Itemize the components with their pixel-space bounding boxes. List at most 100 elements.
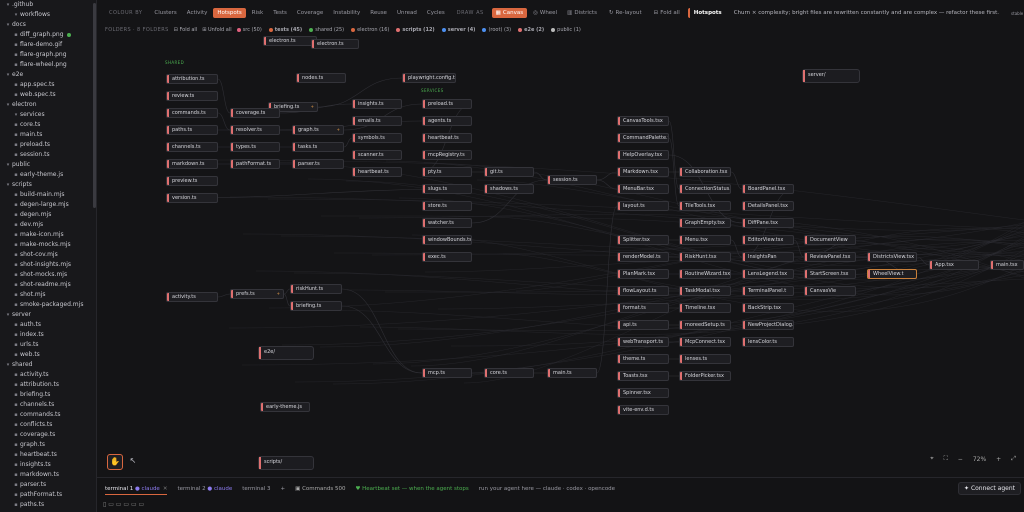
file-row[interactable]: ▪urls.ts (0, 340, 96, 350)
graph-node[interactable]: webTransport.ts (617, 337, 669, 347)
graph-node[interactable]: slugs.ts (422, 184, 472, 194)
graph-node[interactable]: symbols.ts (352, 133, 402, 143)
file-row[interactable]: ▪dev.mjs (0, 220, 96, 230)
graph-node[interactable]: parser.ts (292, 159, 344, 169)
file-row[interactable]: ▪conflicts.ts (0, 420, 96, 430)
hand-tool-button[interactable]: ✋ (107, 454, 123, 470)
graph-node[interactable]: pty.ts (422, 167, 472, 177)
graph-node[interactable]: InsightsPan (742, 252, 794, 262)
file-row[interactable]: ▪channels.ts (0, 400, 96, 410)
graph-node[interactable]: heartbeat.ts (352, 167, 402, 177)
file-row[interactable]: ▪attribution.ts (0, 380, 96, 390)
colour-mode-activity[interactable]: Activity (186, 10, 208, 16)
graph-node[interactable]: GraphEmpty.tsx (679, 218, 731, 228)
colour-mode-cycles[interactable]: Cycles (426, 10, 445, 16)
graph-node[interactable]: lenses.ts (679, 354, 731, 364)
graph-node[interactable]: Timeline.tsx (679, 303, 731, 313)
folder-chip[interactable]: tests (45) (268, 27, 302, 33)
graph-node[interactable]: TaskModal.tsx (679, 286, 731, 296)
file-row[interactable]: ▪app.spec.ts (0, 80, 96, 90)
file-row[interactable]: ▪web.spec.ts (0, 90, 96, 100)
file-row[interactable]: ▪main.ts (0, 130, 96, 140)
file-row[interactable]: ▪paths.ts (0, 500, 96, 510)
zoom-out-button[interactable]: − (958, 456, 963, 463)
folded-folder-node[interactable]: server/ (802, 69, 860, 83)
folder-row[interactable]: ▾scripts (0, 180, 96, 190)
graph-node[interactable]: Splitter.tsx (617, 235, 669, 245)
graph-node[interactable]: version.ts (166, 193, 218, 203)
graph-node[interactable]: lensColor.ts (742, 337, 794, 347)
folder-chip[interactable]: public (1) (551, 27, 581, 33)
graph-node[interactable]: Collaboration.tsx (679, 167, 731, 177)
folded-folder-node[interactable]: scripts/ (258, 456, 314, 470)
graph-node[interactable]: api.ts (617, 320, 669, 330)
file-row[interactable]: ▪briefing.ts (0, 390, 96, 400)
fold-all-button[interactable]: ⊟Fold all (650, 8, 684, 18)
graph-node[interactable]: StartScreen.tsx (804, 269, 856, 279)
graph-node[interactable]: TerminalPanel.t (742, 286, 794, 296)
folder-row[interactable]: ▾server (0, 310, 96, 320)
folded-folder-node[interactable]: e2e/ (258, 346, 314, 360)
folder-chip[interactable]: src (50) (236, 27, 262, 33)
folder-row[interactable]: ▾electron (0, 100, 96, 110)
graph-node[interactable]: electron.ts (263, 36, 317, 46)
file-row[interactable]: ▪parser.ts (0, 480, 96, 490)
file-row[interactable]: ▪shot-cov.mjs (0, 250, 96, 260)
file-row[interactable]: ▪session.ts (0, 150, 96, 160)
graph-node[interactable]: ConnectionStatus.tsx (679, 184, 731, 194)
file-row[interactable]: ▪flare-graph.png (0, 50, 96, 60)
graph-node[interactable]: DocumentView (804, 235, 856, 245)
folder-row[interactable]: ▾shared (0, 360, 96, 370)
file-row[interactable]: ▪shot-mocks.mjs (0, 270, 96, 280)
commands-button[interactable]: ▣ Commands 500 (295, 486, 345, 492)
graph-node[interactable]: CanvasTools.tsx (617, 116, 669, 126)
graph-node[interactable]: playwright.config.ts (402, 73, 456, 83)
graph-node[interactable]: graph.ts+ (292, 125, 344, 135)
graph-node[interactable]: prefs.ts+ (230, 289, 284, 299)
add-terminal-button[interactable]: + (280, 486, 286, 492)
file-row[interactable]: ▪shot-insights.mjs (0, 260, 96, 270)
file-row[interactable]: ▪make-icon.mjs (0, 230, 96, 240)
graph-node[interactable]: NewProjectDialog.tsx (742, 320, 794, 330)
unfold-all-folders-button[interactable]: ⊞ Unfold all (202, 27, 232, 33)
colour-mode-risk[interactable]: Risk (251, 10, 264, 16)
folder-chip[interactable]: electron (16) (351, 27, 389, 33)
fit-view-button[interactable]: ⌖ (930, 455, 933, 463)
graph-node[interactable]: RiskHunt.tsx (679, 252, 731, 262)
graph-node[interactable]: vite-env.d.ts (617, 405, 669, 415)
graph-node[interactable]: RoutineWizard.tsx (679, 269, 731, 279)
graph-node[interactable]: markdown.ts (166, 159, 218, 169)
graph-node[interactable]: session.ts (547, 175, 597, 185)
graph-node[interactable]: EditorView.tsx (742, 235, 794, 245)
graph-node[interactable]: MenuBar.tsx (617, 184, 669, 194)
colour-mode-tests[interactable]: Tests (273, 10, 287, 16)
graph-node[interactable]: early-theme.js (260, 402, 310, 412)
file-row[interactable]: ▪web.ts (0, 350, 96, 360)
graph-node[interactable]: riskHunt.ts (290, 284, 342, 294)
graph-node[interactable]: flowLayout.ts (617, 286, 669, 296)
file-row[interactable]: ▪preload.ts (0, 140, 96, 150)
graph-node[interactable]: CommandPalette.tsx (617, 133, 669, 143)
graph-node[interactable]: git.ts (484, 167, 534, 177)
folder-chip[interactable]: e2e (2) (518, 27, 544, 33)
graph-node[interactable]: preload.ts (422, 99, 472, 109)
graph-node[interactable]: commands.ts (166, 108, 218, 118)
folder-chip[interactable]: server (4) (441, 27, 475, 33)
folder-row[interactable]: ▾e2e (0, 70, 96, 80)
graph-node[interactable]: format.ts (617, 303, 669, 313)
draw-mode-wheel[interactable]: ◎Wheel (529, 8, 561, 18)
graph-node[interactable]: mcp.ts (422, 368, 472, 378)
tab-terminal-3[interactable]: terminal 3 (242, 484, 270, 494)
graph-node[interactable]: windowBounds.ts (422, 235, 472, 245)
colour-mode-unread[interactable]: Unread (396, 10, 417, 16)
file-row[interactable]: ▪insights.ts (0, 460, 96, 470)
graph-node[interactable]: mcpRegistry.ts (422, 150, 472, 160)
graph-node[interactable]: electron.ts (311, 39, 359, 49)
file-row[interactable]: ▪graph.ts (0, 440, 96, 450)
draw-mode-canvas[interactable]: ▦Canvas (491, 8, 528, 18)
graph-node[interactable]: Markdown.tsx (617, 167, 669, 177)
graph-node[interactable]: shadows.ts (484, 184, 534, 194)
graph-node[interactable]: emails.ts (352, 116, 402, 126)
graph-node[interactable]: paths.ts (166, 125, 218, 135)
